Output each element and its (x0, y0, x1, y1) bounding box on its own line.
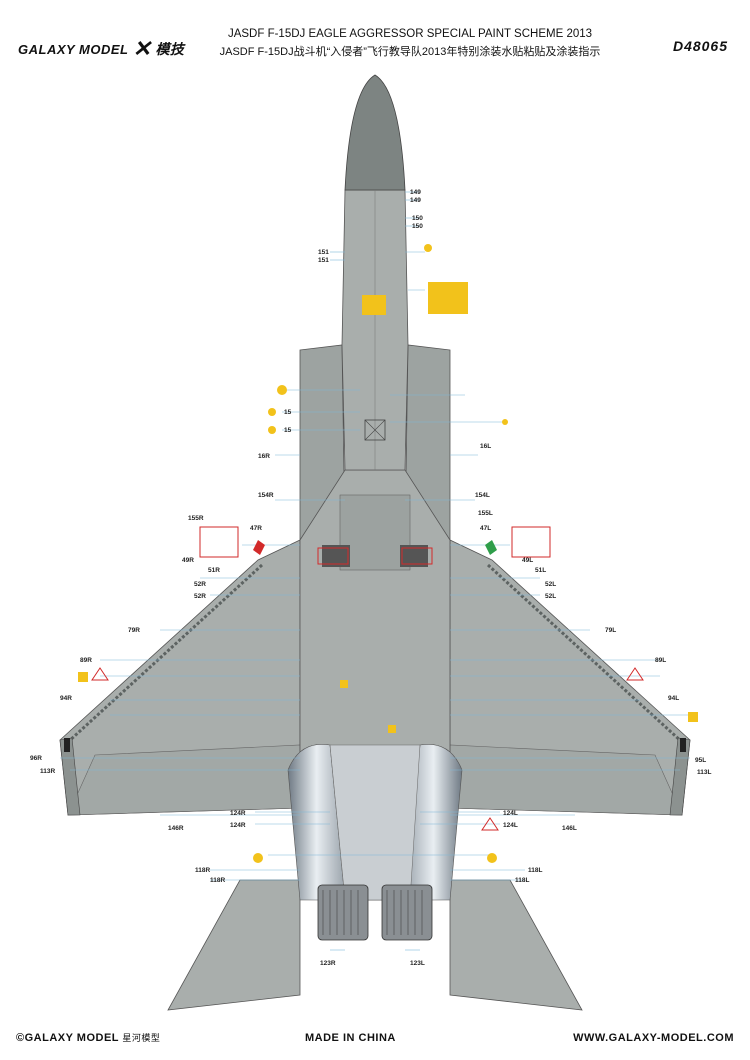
label-47r: 47R (250, 525, 262, 532)
label-96r: 96R (30, 755, 42, 762)
decal-yellow-markings (78, 244, 698, 863)
copyright-cn: 星河模型 (122, 1033, 161, 1043)
brand-logo: GALAXY MODEL ✕ 模技 (18, 36, 184, 62)
engine-warning-triangle-icon (481, 817, 499, 831)
label-150b: 150 (412, 223, 423, 230)
label-89l: 89L (655, 657, 666, 664)
label-47l: 47L (480, 525, 491, 532)
label-118r-2: 118R (210, 877, 225, 884)
right-flap (449, 744, 683, 816)
decal-red-markings (91, 526, 644, 831)
label-79r: 79R (128, 627, 140, 634)
label-124r-1: 124R (230, 810, 246, 817)
label-15a: 15 (284, 409, 292, 416)
footer-website-link[interactable]: WWW.GALAXY-MODEL.COM (573, 1032, 734, 1044)
left-stabilizer (167, 879, 301, 1011)
label-118l-1: 118L (528, 867, 542, 874)
label-123r: 123R (320, 960, 336, 967)
label-149a: 149 (410, 189, 421, 196)
label-113l: 113L (697, 769, 711, 776)
nose-cone (344, 74, 406, 191)
right-wing-leading-edge (486, 563, 684, 744)
brand-name: GALAXY MODEL (18, 41, 129, 57)
label-118r-1: 118R (195, 867, 210, 874)
fuselage-emblem-decal (362, 295, 386, 315)
right-gear-door (400, 545, 428, 567)
label-146r: 146R (168, 825, 184, 832)
label-16l: 16L (480, 443, 491, 450)
label-154l: 154L (475, 492, 490, 499)
left-flap (67, 744, 301, 816)
title-english: JASDF F-15DJ EAGLE AGGRESSOR SPECIAL PAI… (227, 28, 593, 40)
label-124r-2: 124R (230, 822, 246, 829)
leader-lines (60, 191, 690, 951)
product-code: D48065 (672, 38, 728, 54)
left-red-mark (253, 540, 265, 555)
label-49r: 49R (182, 557, 194, 564)
label-118l-2: 118L (515, 877, 529, 884)
label-155r: 155R (188, 515, 204, 522)
access-panel (364, 419, 386, 441)
copyright-text: ©GALAXY MODEL (16, 1032, 119, 1044)
label-52l-2: 52L (545, 593, 556, 600)
label-52l-1: 52L (545, 581, 556, 588)
label-124l-1: 124L (503, 810, 518, 817)
label-15b: 15 (284, 427, 292, 434)
label-95l: 95L (695, 757, 706, 764)
gear-bay (339, 494, 411, 571)
label-154r: 154R (258, 492, 274, 499)
footer-copyright: ©GALAXY MODEL 星河模型 (16, 1031, 160, 1044)
left-wing-leading-edge (66, 563, 264, 744)
left-nozzle (317, 884, 369, 941)
label-79l: 79L (605, 627, 616, 634)
title-chinese: JASDF F-15DJ战斗机“入侵者”飞行教导队2013年特别涂装水贴粘贴及涂… (219, 46, 601, 58)
label-51l: 51L (535, 567, 546, 574)
right-nozzle (381, 884, 433, 941)
footer-made-in: MADE IN CHINA (305, 1032, 396, 1044)
label-151a: 151 (318, 249, 329, 256)
label-151b: 151 (318, 257, 329, 264)
right-nav-light (680, 738, 686, 752)
label-94r: 94R (60, 695, 72, 702)
decal-15-icon (277, 385, 287, 395)
left-warning-triangle-icon (91, 667, 109, 681)
left-nav-light (64, 738, 70, 752)
label-124l-2: 124L (503, 822, 518, 829)
right-green-mark (485, 540, 497, 555)
label-113r: 113R (40, 768, 55, 775)
squadron-emblem-decal (428, 282, 468, 314)
label-52r-1: 52R (194, 581, 206, 588)
label-150a: 150 (412, 215, 423, 222)
label-149b: 149 (410, 197, 421, 204)
label-51r: 51R (208, 567, 220, 574)
label-49l: 49L (522, 557, 533, 564)
center-engine-section (329, 744, 421, 901)
label-146l: 146L (562, 825, 577, 832)
brand-x-icon: ✕ (132, 36, 152, 61)
label-52r-2: 52R (194, 593, 206, 600)
left-gear-door (322, 545, 350, 567)
brand-cn: 模技 (155, 41, 185, 57)
label-89r: 89R (80, 657, 92, 664)
label-94l: 94L (668, 695, 679, 702)
right-stabilizer (449, 879, 583, 1011)
label-16r: 16R (258, 453, 270, 460)
label-155l: 155L (478, 510, 493, 517)
right-warning-triangle-icon (626, 667, 644, 681)
label-123l: 123L (410, 960, 425, 967)
